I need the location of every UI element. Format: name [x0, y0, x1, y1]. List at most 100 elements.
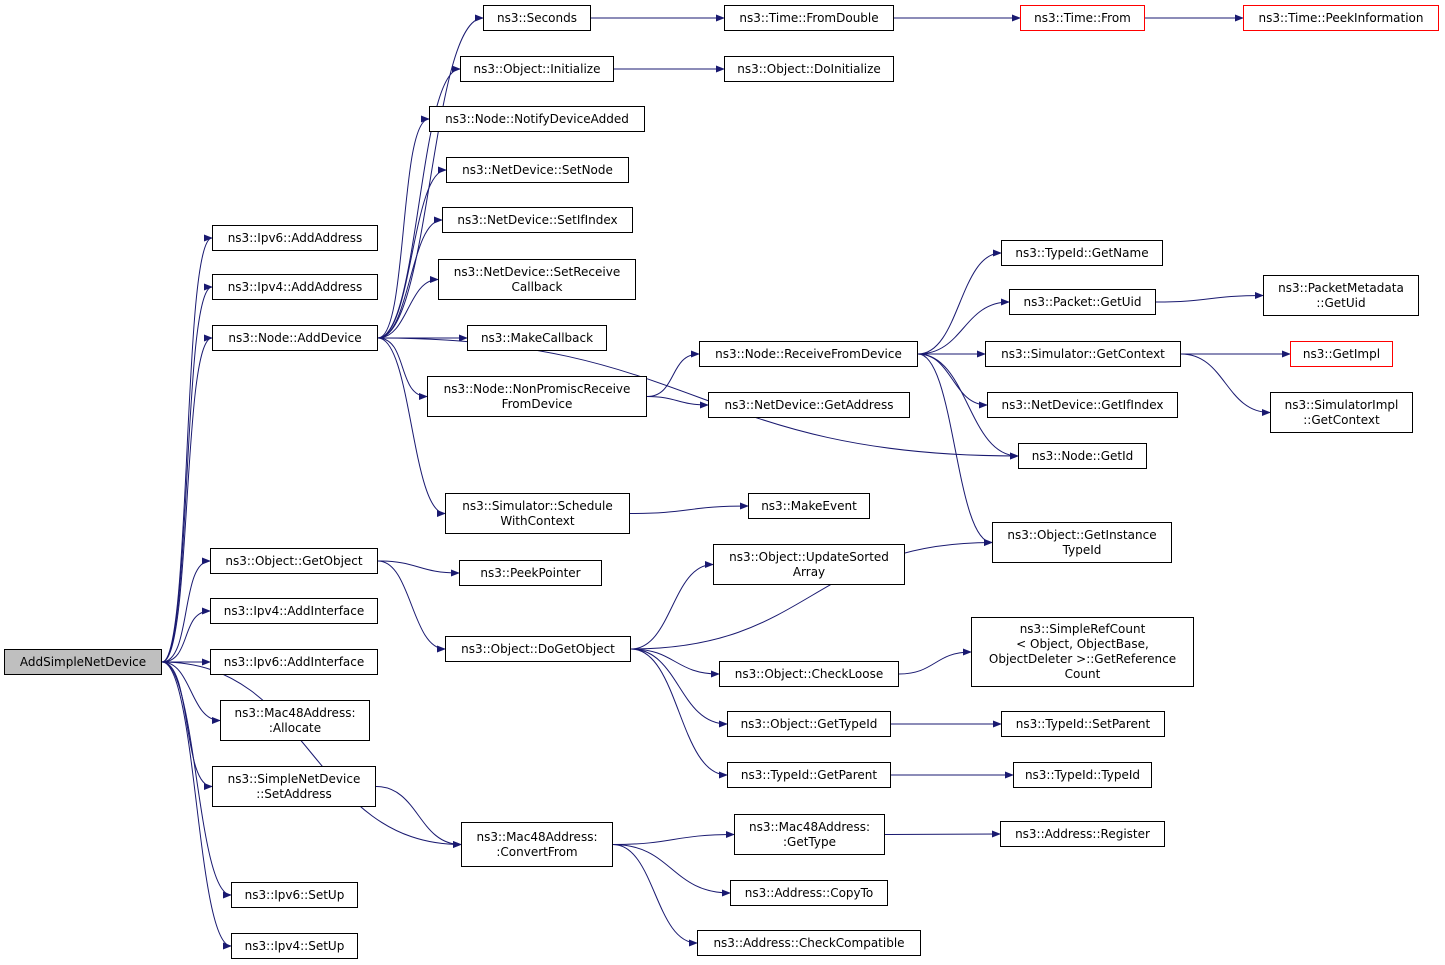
edge-node-receivefromdevice-to-packet-getuid — [917, 298, 1010, 355]
edge-node-nonpromiscreceivefromdevice-to-netdevice-getaddress — [646, 396, 709, 409]
edge-mac48-gettype-to-address-register — [884, 830, 1001, 838]
node-object-initialize[interactable]: ns3::Object::Initialize — [460, 56, 614, 82]
node-label-line: ns3::GetImpl — [1302, 346, 1381, 361]
node-ipv6-setup[interactable]: ns3::Ipv6::SetUp — [231, 882, 358, 908]
node-label-line: ns3::Mac48Address: — [749, 819, 870, 834]
node-label-line: ns3::Time::FromDouble — [739, 10, 879, 25]
node-label-line: < Object, ObjectBase, — [1016, 637, 1149, 651]
node-netdevice-getifindex[interactable]: ns3::NetDevice::GetIfIndex — [987, 392, 1178, 418]
edge-root-to-mac48-convertfrom — [161, 661, 462, 849]
edge-root-to-ipv4-addaddress — [161, 283, 213, 663]
edge-root-to-mac48-allocate — [161, 661, 221, 725]
node-seconds[interactable]: ns3::Seconds — [483, 5, 591, 31]
node-label-line: ns3::SimpleRefCount — [1019, 622, 1146, 636]
node-label-line: ns3::Ipv4::SetUp — [244, 938, 345, 953]
node-netdevice-setifindex[interactable]: ns3::NetDevice::SetIfIndex — [442, 207, 633, 233]
node-address-checkcompatible[interactable]: ns3::Address::CheckCompatible — [697, 930, 921, 956]
node-object-checkloose[interactable]: ns3::Object::CheckLoose — [719, 661, 899, 687]
node-ipv6-addinterface[interactable]: ns3::Ipv6::AddInterface — [210, 649, 378, 675]
edge-packet-getuid-to-packetmetadata-getuid — [1155, 291, 1264, 303]
node-label-line: ns3::Mac48Address: — [476, 829, 598, 844]
node-label-line: ns3::NetDevice::GetAddress — [724, 397, 894, 412]
node-label-line: ns3::Node::ReceiveFromDevice — [715, 346, 902, 361]
node-object-doinitialize[interactable]: ns3::Object::DoInitialize — [724, 56, 894, 82]
node-netdevice-getaddress[interactable]: ns3::NetDevice::GetAddress — [708, 392, 910, 418]
edge-node-receivefromdevice-to-netdevice-getifindex — [917, 353, 988, 409]
edge-mac48-convertfrom-to-address-checkcompatible — [612, 844, 698, 947]
node-label-line: ns3::Ipv4::AddAddress — [227, 279, 363, 294]
node-typeid-getname[interactable]: ns3::TypeId::GetName — [1001, 240, 1163, 266]
node-label-line: FromDevice — [501, 396, 573, 411]
node-mac48-gettype[interactable]: ns3::Mac48Address::GetType — [734, 814, 885, 855]
node-makecallback[interactable]: ns3::MakeCallback — [467, 325, 607, 351]
node-mac48-allocate[interactable]: ns3::Mac48Address::Allocate — [220, 700, 370, 741]
node-typeid-setparent[interactable]: ns3::TypeId::SetParent — [1001, 711, 1165, 737]
node-label-line: ns3::SimulatorImpl — [1284, 397, 1399, 412]
node-label-line: ns3::MakeCallback — [480, 330, 594, 345]
node-netdevice-setnode[interactable]: ns3::NetDevice::SetNode — [446, 157, 629, 183]
node-simulator-getcontext[interactable]: ns3::Simulator::GetContext — [985, 341, 1181, 367]
node-label-line: Array — [792, 564, 826, 579]
node-label-line: ns3::Node::GetId — [1031, 448, 1134, 463]
node-object-dogetobject[interactable]: ns3::Object::DoGetObject — [445, 636, 631, 662]
node-label-line: ns3::Time::From — [1034, 10, 1131, 25]
edge-mac48-convertfrom-to-mac48-gettype — [612, 830, 735, 845]
node-label-line: ns3::NetDevice::GetIfIndex — [1001, 397, 1164, 412]
node-node-receivefromdevice[interactable]: ns3::Node::ReceiveFromDevice — [699, 341, 918, 367]
node-ipv4-addaddress[interactable]: ns3::Ipv4::AddAddress — [212, 274, 378, 300]
edge-object-dogetobject-to-object-updatesortedarray — [630, 560, 714, 650]
node-simulatorimpl-getcontext[interactable]: ns3::SimulatorImpl::GetContext — [1270, 392, 1413, 433]
node-address-copyto[interactable]: ns3::Address::CopyTo — [730, 880, 888, 906]
node-label-line: ns3::Ipv6::AddInterface — [223, 654, 365, 669]
node-mac48-convertfrom[interactable]: ns3::Mac48Address::ConvertFrom — [461, 822, 613, 867]
node-packet-getuid[interactable]: ns3::Packet::GetUid — [1009, 289, 1156, 315]
node-time-peekinformation[interactable]: ns3::Time::PeekInformation — [1243, 5, 1439, 31]
edge-object-dogetobject-to-object-getinstancetypeid — [630, 538, 993, 650]
edge-node-adddevice-to-node-nonpromiscreceivefromdevice — [377, 337, 428, 401]
node-object-getobject[interactable]: ns3::Object::GetObject — [210, 548, 378, 574]
edge-object-checkloose-to-simplerefcount-getreferencecount — [898, 648, 972, 675]
node-label-line: ns3::Object::GetTypeId — [740, 716, 878, 731]
node-time-fromdouble[interactable]: ns3::Time::FromDouble — [724, 5, 894, 31]
node-makeevent[interactable]: ns3::MakeEvent — [748, 493, 870, 519]
node-label-line: ObjectDeleter >::GetReference — [988, 652, 1177, 666]
node-object-gettypeid[interactable]: ns3::Object::GetTypeId — [727, 711, 891, 737]
node-label-line: ns3::TypeId::TypeId — [1024, 767, 1141, 782]
node-address-register[interactable]: ns3::Address::Register — [1000, 821, 1165, 847]
node-typeid-typeid[interactable]: ns3::TypeId::TypeId — [1013, 762, 1152, 788]
node-ipv6-addaddress[interactable]: ns3::Ipv6::AddAddress — [212, 225, 378, 251]
edge-simulator-schedulewithcontext-to-makeevent — [629, 502, 749, 514]
node-simplenetdevice-setaddress[interactable]: ns3::SimpleNetDevice::SetAddress — [212, 766, 376, 807]
node-label-line: ns3::TypeId::GetName — [1015, 245, 1149, 260]
node-time-from[interactable]: ns3::Time::From — [1020, 5, 1145, 31]
node-label-line: ns3::Time::PeekInformation — [1258, 10, 1424, 25]
node-node-adddevice[interactable]: ns3::Node::AddDevice — [212, 325, 378, 351]
node-node-getid[interactable]: ns3::Node::GetId — [1018, 443, 1147, 469]
edge-node-adddevice-to-netdevice-setifindex — [377, 216, 443, 339]
edge-node-adddevice-to-seconds — [377, 14, 484, 339]
edge-simplenetdevice-setaddress-to-mac48-convertfrom — [375, 786, 462, 849]
node-ipv4-addinterface[interactable]: ns3::Ipv4::AddInterface — [210, 598, 378, 624]
node-label-line: ns3::NetDevice::SetIfIndex — [457, 212, 618, 227]
node-label-line: ::SetAddress — [256, 786, 332, 801]
node-typeid-getparent[interactable]: ns3::TypeId::GetParent — [727, 762, 891, 788]
node-label-line: ns3::Mac48Address: — [234, 705, 356, 720]
node-node-notifydeviceadded[interactable]: ns3::Node::NotifyDeviceAdded — [429, 106, 645, 132]
node-label-line: ns3::Ipv4::AddInterface — [223, 603, 365, 618]
node-getimpl[interactable]: ns3::GetImpl — [1290, 341, 1393, 367]
node-simplerefcount-getreferencecount[interactable]: ns3::SimpleRefCount< Object, ObjectBase,… — [971, 617, 1194, 687]
node-ipv4-setup[interactable]: ns3::Ipv4::SetUp — [231, 933, 358, 959]
node-peekpointer[interactable]: ns3::PeekPointer — [459, 560, 602, 586]
node-label-line: ns3::TypeId::GetParent — [740, 767, 878, 782]
edge-root-to-ipv4-addinterface — [161, 607, 211, 663]
node-packetmetadata-getuid[interactable]: ns3::PacketMetadata::GetUid — [1263, 275, 1419, 316]
node-label-line: AddSimpleNetDevice — [19, 654, 147, 669]
node-label-line: ns3::Node::AddDevice — [228, 330, 362, 345]
node-label-line: :GetType — [783, 834, 836, 849]
node-label-line: ns3::Ipv6::AddAddress — [227, 230, 363, 245]
